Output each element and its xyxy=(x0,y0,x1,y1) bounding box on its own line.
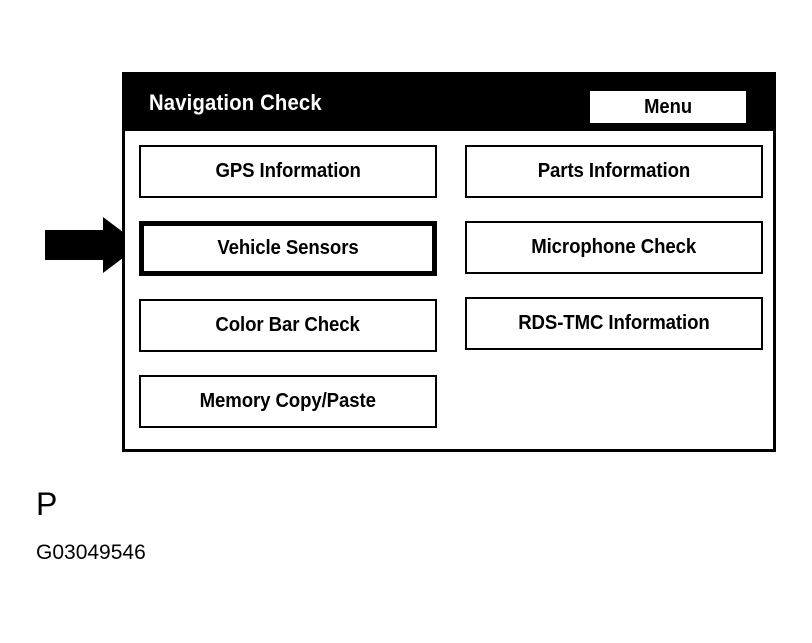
figure-caption: P G03049546 xyxy=(36,488,146,563)
caption-letter: P xyxy=(36,486,58,522)
nav-button-label: RDS-TMC Information xyxy=(518,312,710,334)
figure-code: G03049546 xyxy=(36,541,146,564)
nav-button-memory-copy-paste[interactable]: Memory Copy/Paste xyxy=(139,375,437,428)
nav-button-label: Microphone Check xyxy=(531,236,697,258)
nav-button-parts-information[interactable]: Parts Information xyxy=(465,145,763,198)
nav-button-gps-information[interactable]: GPS Information xyxy=(139,145,437,198)
button-column-right: Parts Information Microphone Check RDS-T… xyxy=(465,145,763,373)
menu-button-label: Menu xyxy=(643,95,693,118)
button-column-left: GPS Information Vehicle Sensors Color Ba… xyxy=(139,145,437,451)
nav-button-label: Parts Information xyxy=(537,160,691,182)
nav-button-label: GPS Information xyxy=(215,160,361,182)
pointer-arrow-icon xyxy=(45,217,140,273)
navigation-check-screen: Navigation Check Menu GPS Information Ve… xyxy=(122,72,776,452)
nav-button-color-bar-check[interactable]: Color Bar Check xyxy=(139,299,437,352)
nav-button-microphone-check[interactable]: Microphone Check xyxy=(465,221,763,274)
nav-button-rds-tmc-information[interactable]: RDS-TMC Information xyxy=(465,297,763,350)
menu-button[interactable]: Menu xyxy=(590,91,746,123)
nav-button-label: Color Bar Check xyxy=(215,314,361,336)
nav-button-label: Memory Copy/Paste xyxy=(199,390,377,412)
nav-button-vehicle-sensors[interactable]: Vehicle Sensors xyxy=(139,221,437,276)
nav-button-label: Vehicle Sensors xyxy=(217,237,359,259)
page-title: Navigation Check xyxy=(149,90,322,115)
title-bar: Navigation Check Menu xyxy=(125,75,773,131)
button-grid: GPS Information Vehicle Sensors Color Ba… xyxy=(125,131,773,449)
